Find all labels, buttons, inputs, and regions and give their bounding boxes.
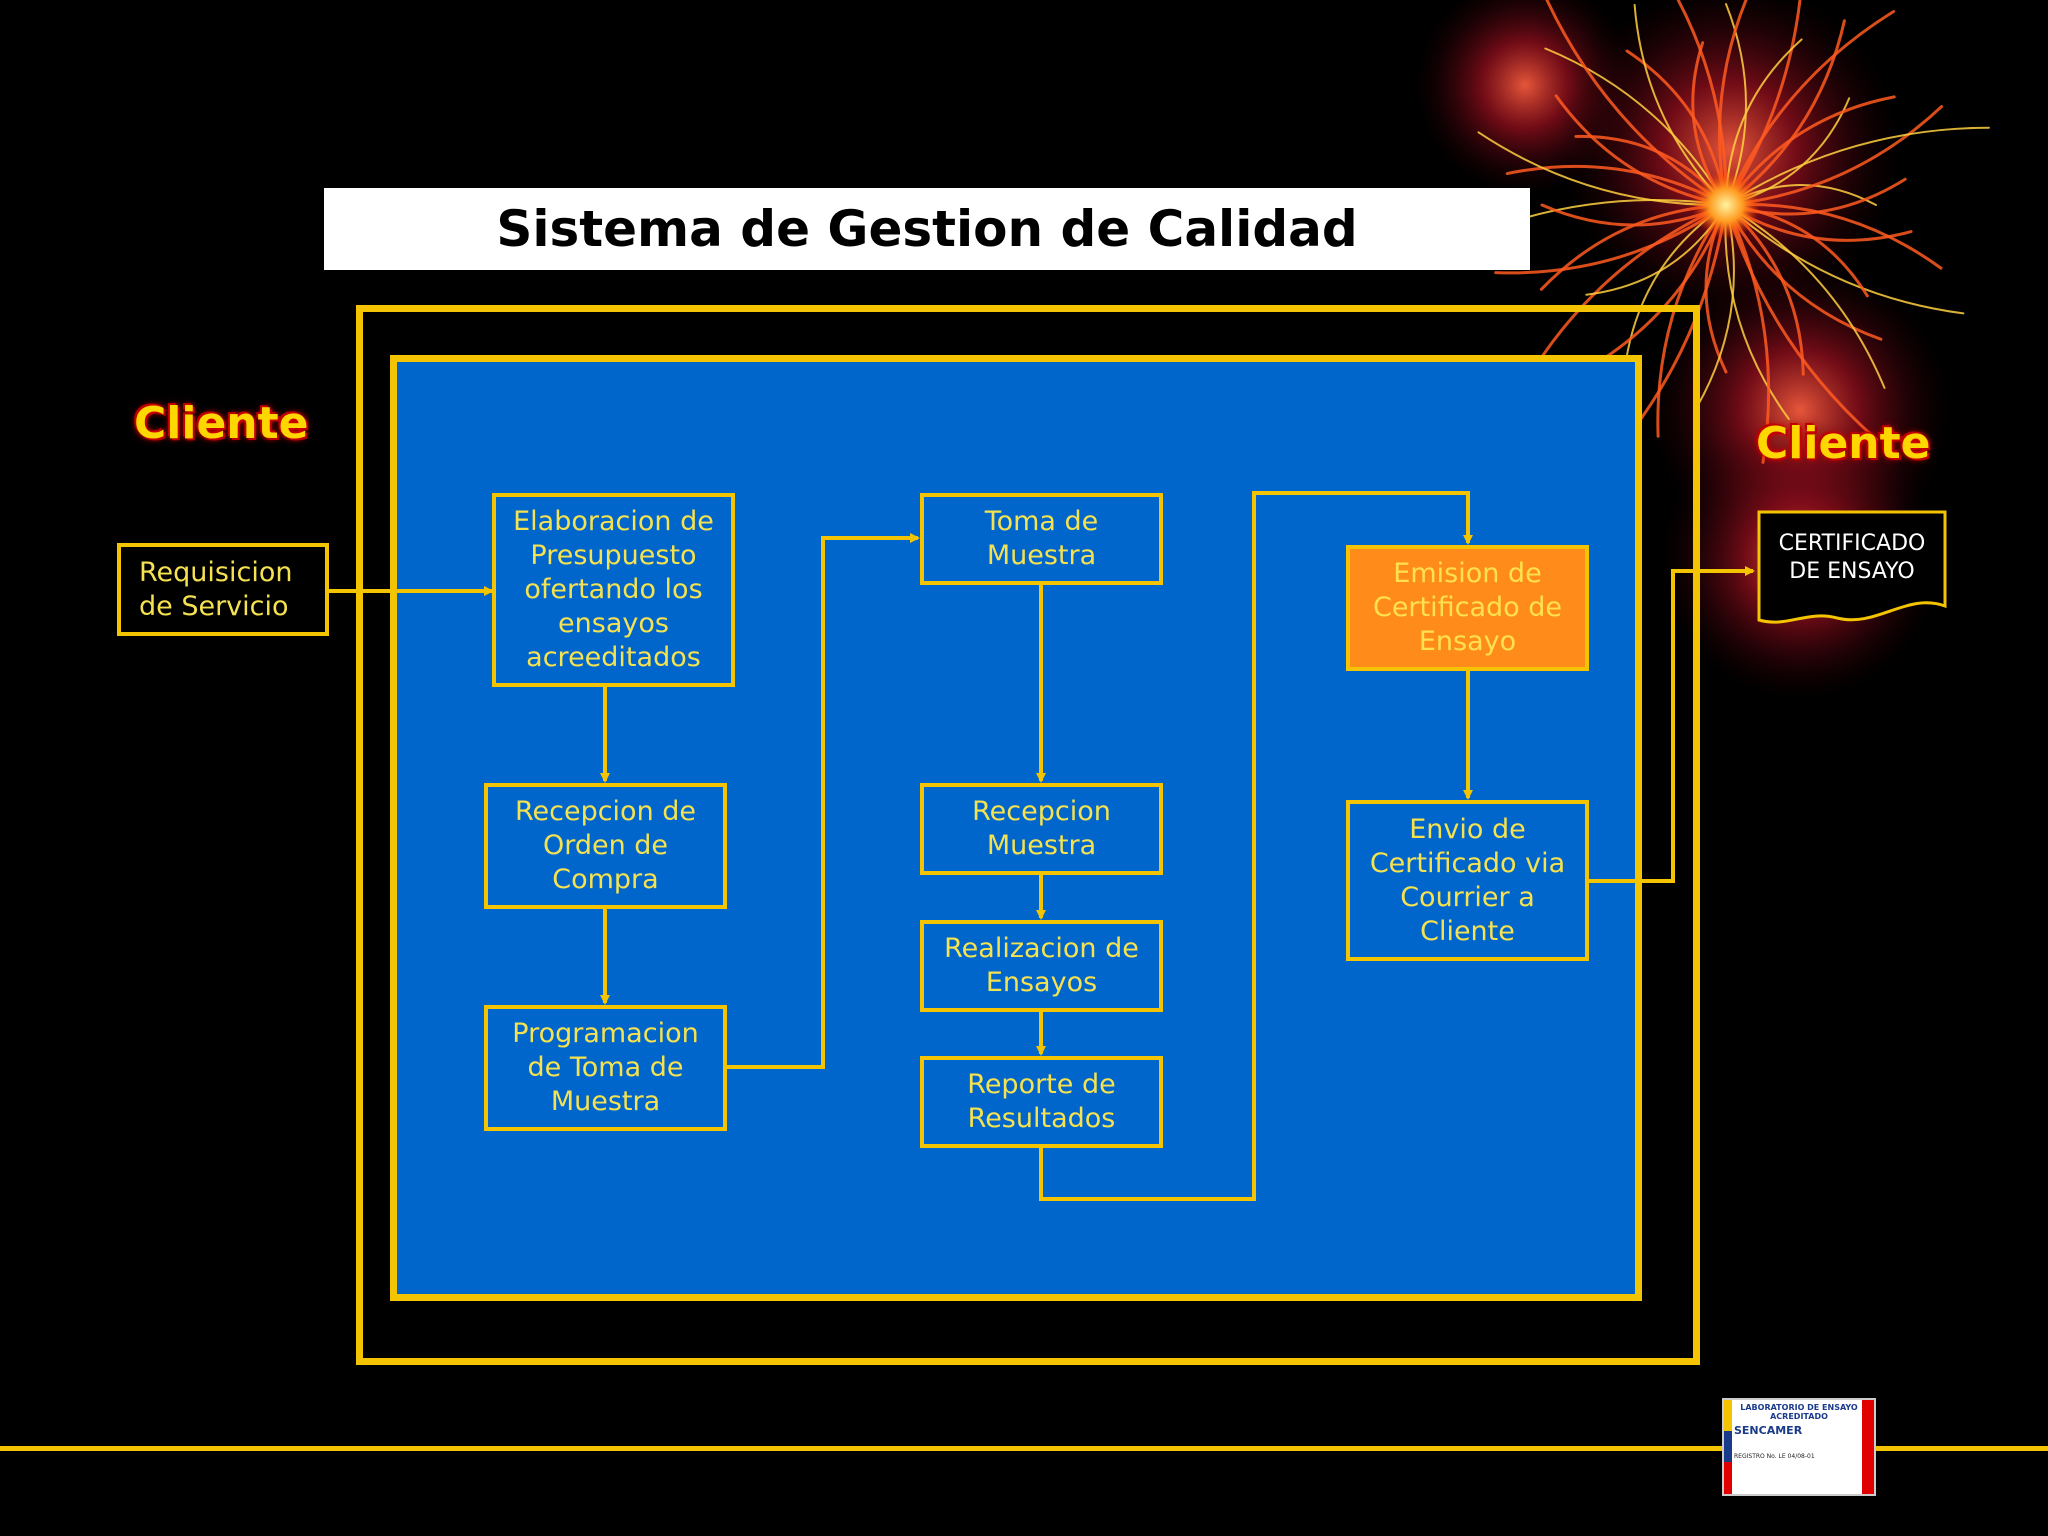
box-programacion: Programacion de Toma de Muestra [484,1005,727,1131]
client-label-left: Cliente [134,398,309,449]
box-toma-muestra: Toma de Muestra [920,493,1163,585]
outer-frame [356,305,1700,1365]
firework-ray [1724,203,1771,464]
box-requisicion: Requisicion de Servicio [117,543,329,636]
box-reporte-resultados: Reporte de Resultados [920,1056,1163,1148]
client-label-right: Cliente [1756,418,1931,469]
accreditation-badge: LABORATORIO DE ENSAYO ACREDITADO SENCAME… [1722,1398,1876,1496]
title-bar: Sistema de Gestion de Calidad [324,188,1530,270]
box-realizacion-ensayos: Realizacion de Ensayos [920,920,1163,1012]
box-emision-certificado: Emision de Certificado de Ensayo [1346,545,1589,671]
firework-ray [1528,203,1728,377]
arrow-programacion-toma [726,533,920,1069]
box-recepcion-orden: Recepcion de Orden de Compra [484,783,727,909]
firework-ray [1724,203,1879,442]
firework-ray [1724,0,1802,207]
firework-ray [1725,126,1990,206]
badge-registro: REGISTRO No. LE 04/08-01 [1734,1453,1815,1460]
certificado-label: CERTIFICADO DE ENSAYO [1778,531,1926,584]
box-envio-certificado: Envio de Certificado via Courrier a Clie… [1346,800,1589,961]
badge-flag-stripe [1724,1400,1732,1494]
badge-red-stripe [1862,1400,1874,1494]
bottom-divider [0,1446,2048,1451]
firework-ray [1477,131,1727,207]
box-recepcion-muestra: Recepcion Muestra [920,783,1163,875]
arrow-reporte-emision [1039,491,1473,1201]
page-title: Sistema de Gestion de Calidad [496,200,1358,258]
badge-header: LABORATORIO DE ENSAYO ACREDITADO [1740,1403,1858,1421]
badge-org: SENCAMER [1734,1424,1803,1437]
firework-ray [1545,0,1728,207]
box-elaboracion-presupuesto: Elaboracion de Presupuesto ofertando los… [492,493,735,687]
arrow-envio-certificado [1587,566,1755,883]
firework-ray [1725,204,1965,315]
certificado-document [1757,510,1947,624]
